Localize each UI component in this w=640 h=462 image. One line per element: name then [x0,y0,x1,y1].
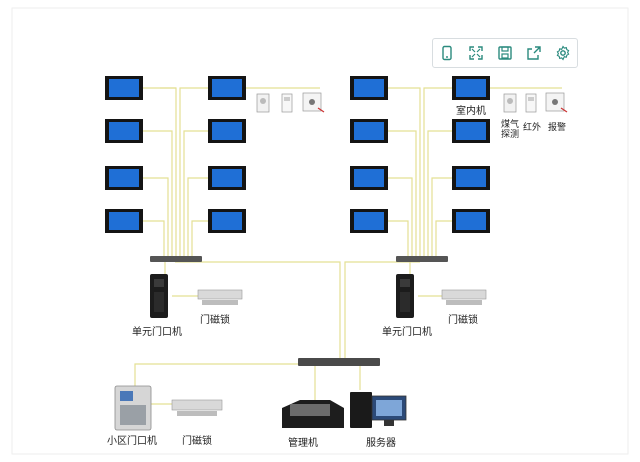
indoor-monitor [452,76,490,100]
phone-button[interactable] [436,42,458,64]
distribution-hub-right [396,256,448,262]
infrared-sensor-icon [281,93,293,113]
magnetic-lock-right-device [441,289,487,305]
distribution-hub-left [150,256,202,262]
unit-door-station-left-label: 单元门口机 [132,325,182,338]
indoor-monitor [208,119,246,143]
unit-door-station-right-label: 单元门口机 [382,325,432,338]
sensors-right [503,92,568,113]
indoor-monitor [350,166,388,190]
share-icon [527,46,541,60]
alarm-button-icon [545,92,568,113]
fullscreen-button[interactable] [465,42,487,64]
indoor-monitor [452,209,490,233]
sensors-left [256,92,325,113]
unit-door-station-left-device [150,274,168,318]
indoor-monitor [350,209,388,233]
community-door-station-device [114,385,152,431]
door-lock-left-label: 门磁锁 [200,313,230,326]
magnetic-lock-bottom-device [171,399,223,416]
gas-detector-icon [256,93,270,113]
alarm-label: 报警 [548,121,566,133]
management-unit-device [282,400,344,428]
alarm-button-icon [302,92,325,113]
share-button[interactable] [523,42,545,64]
network-switch [298,358,380,366]
indoor-monitor [350,76,388,100]
magnetic-lock-left-device [197,289,243,305]
indoor-monitor [105,166,143,190]
door-lock-bottom-label: 门磁锁 [182,434,212,447]
server-device [350,392,407,428]
wiring [134,87,562,405]
save-icon [498,46,512,60]
door-lock-right-label: 门磁锁 [448,313,478,326]
server-label: 服务器 [366,436,396,449]
indoor-monitor [452,166,490,190]
indoor-monitor [105,119,143,143]
indoor-monitor [105,76,143,100]
indoor-unit-label: 室内机 [456,104,486,117]
diagram-toolbar [432,38,578,68]
settings-icon [556,45,569,61]
infrared-label: 红外 [523,121,541,133]
gas-detector-label-line2: 探测 [501,128,519,140]
indoor-monitor [452,119,490,143]
phone-icon [442,45,453,61]
indoor-monitor [208,76,246,100]
gas-detector-icon [503,93,517,113]
settings-button[interactable] [552,42,574,64]
community-door-station-label: 小区门口机 [107,434,157,447]
indoor-monitor [208,166,246,190]
diagram-frame [11,7,629,455]
indoor-monitor [105,209,143,233]
gas-detector-label-line1: 煤气 [501,118,519,130]
indoor-monitor [208,209,246,233]
fullscreen-icon [469,46,483,60]
indoor-monitors [105,76,490,233]
indoor-monitor [350,119,388,143]
management-unit-label: 管理机 [288,436,318,449]
save-button[interactable] [494,42,516,64]
unit-door-station-right-device [396,274,414,318]
infrared-sensor-icon [525,93,537,113]
